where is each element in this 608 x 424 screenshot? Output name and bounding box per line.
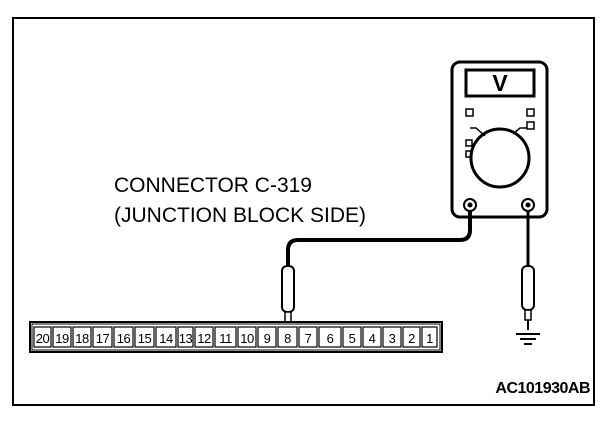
connector-pin-15: [134, 326, 155, 348]
connector-pin-label: 5: [349, 331, 356, 346]
voltmeter: V: [450, 60, 549, 219]
connector-pin-label: 12: [197, 331, 211, 346]
connector-pin-label: 14: [159, 331, 173, 346]
connector-pin-label: 17: [96, 331, 110, 346]
connector-inner-outline: [31, 323, 441, 351]
figure-code: AC101930AB: [495, 380, 590, 397]
connector-pin-label: 7: [305, 331, 312, 346]
connector-pin-16: [113, 326, 134, 348]
connector-pin-1: [421, 326, 438, 348]
connector-pin-label: 18: [75, 331, 89, 346]
connector-label-line1: CONNECTOR C-319: [114, 174, 312, 197]
connector-label-line2: (JUNCTION BLOCK SIDE): [114, 204, 366, 227]
connector-pin-5: [342, 326, 362, 348]
figure-frame: [12, 17, 595, 406]
connector-pin-label: 1: [426, 331, 433, 346]
connector-pin-label: 10: [240, 331, 254, 346]
connector-pin-label: 16: [117, 331, 131, 346]
connector-pin-19: [52, 326, 72, 348]
connector-pin-18: [72, 326, 92, 348]
connector-pin-20: [33, 326, 52, 348]
connector-pin-label: 2: [408, 331, 415, 346]
connector-pin-12: [194, 326, 214, 348]
connector-pin-label: 6: [327, 331, 334, 346]
connector-pin-3: [382, 326, 402, 348]
connector-pin-10: [237, 326, 257, 348]
meter-key-3: [526, 121, 535, 130]
connector-pin-label: 4: [369, 331, 376, 346]
voltmeter-display: [464, 68, 536, 98]
meter-key-2: [526, 108, 535, 117]
connector-pin-14: [155, 326, 177, 348]
connector-pin-label: 11: [219, 331, 232, 346]
voltage-mode-symbol: V: [492, 70, 508, 96]
connector-pin-2: [402, 326, 421, 348]
connector-pin-label: 15: [138, 331, 152, 346]
selector-pointer: [470, 127, 486, 137]
connector-pin-label: 8: [284, 331, 291, 346]
selector-dial: [469, 127, 531, 189]
selector-pointer-right: [512, 127, 527, 135]
connector-pin-label: 20: [36, 331, 50, 346]
probe-ground: [521, 265, 535, 330]
ground-symbol-icon: [516, 333, 540, 345]
meter-key-4: [465, 139, 473, 147]
connector-pin-label: 9: [264, 331, 271, 346]
connector-pin-8: [277, 326, 298, 348]
connector-pin-label: 3: [389, 331, 396, 346]
connector-pin-label: 19: [55, 331, 69, 346]
meter-key-1: [465, 108, 474, 117]
connector-pin-4: [362, 326, 382, 348]
probe-positive: [281, 265, 295, 327]
connector-pin-6: [318, 326, 342, 348]
connector-pin-17: [92, 326, 113, 348]
connector-pin-13: [177, 326, 194, 348]
connector-pin-9: [257, 326, 277, 348]
test-lead-positive: [286, 211, 472, 266]
connector-pin-label: 13: [179, 331, 193, 346]
connector-pin-11: [214, 326, 237, 348]
connector-pin-7: [298, 326, 318, 348]
